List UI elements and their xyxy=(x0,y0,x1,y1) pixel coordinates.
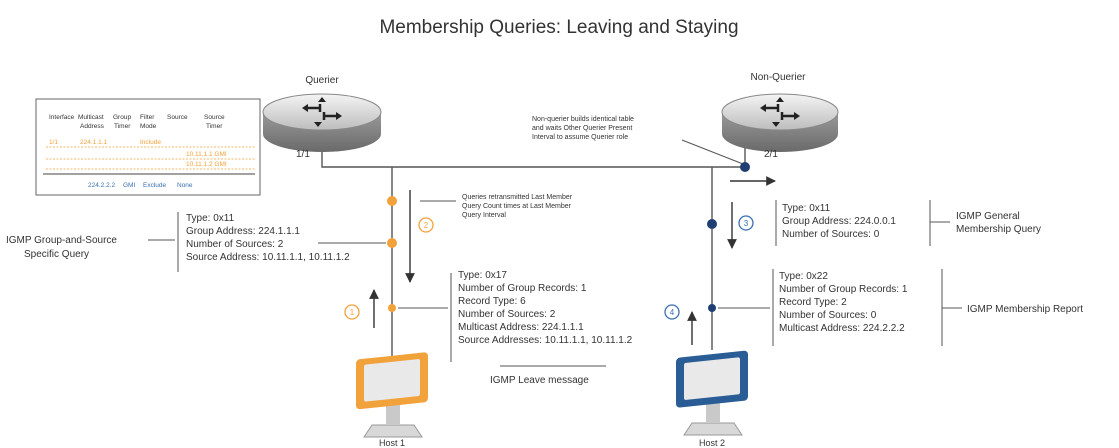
diagram-title: Membership Queries: Leaving and Staying xyxy=(379,17,738,38)
membership-report-callout: Type: 0x22 Number of Group Records: 1 Re… xyxy=(718,269,1083,346)
step-1-marker xyxy=(344,304,360,320)
table-header-group-2: Timer xyxy=(114,123,131,130)
report-label: IGMP Membership Report xyxy=(967,304,1083,315)
table-header-multicast: Multicast xyxy=(78,114,104,121)
query-left-line-1: Type: 0x11 xyxy=(186,213,235,224)
report-line-5: Multicast Address: 224.2.2.2 xyxy=(779,323,905,334)
general-query-dot xyxy=(707,219,717,229)
general-query-label-1: IGMP General xyxy=(956,211,1020,222)
table-row1-interface: 1/1 xyxy=(49,139,58,146)
report-line-4: Number of Sources: 0 xyxy=(779,310,877,321)
general-query-line-3: Number of Sources: 0 xyxy=(782,229,880,240)
table-row2-mode: Exclude xyxy=(143,182,167,189)
leave-line-1: Type: 0x17 xyxy=(458,270,507,281)
report-dot xyxy=(708,304,716,312)
step-markers: 1 2 3 4 xyxy=(344,215,754,320)
non-querier-label: Non-Querier xyxy=(750,72,806,83)
general-query-callout: Type: 0x11 Group Address: 224.0.0.1 Numb… xyxy=(775,200,1041,246)
report-line-1: Type: 0x22 xyxy=(779,271,828,282)
table-source-row-2: 10.11.1.2 GMI xyxy=(186,161,227,168)
querier-router-icon xyxy=(262,93,382,152)
leave-message-callout: Type: 0x17 Number of Group Records: 1 Re… xyxy=(398,270,633,386)
query-left-line-2: Group Address: 224.1.1.1 xyxy=(186,226,300,237)
host-2-label: Host 2 xyxy=(699,438,725,448)
leave-line-2: Number of Group Records: 1 xyxy=(458,283,587,294)
table-header-interface: Interface xyxy=(49,114,75,121)
table-header-source: Source xyxy=(167,114,188,121)
host-1-computer-icon xyxy=(356,352,428,438)
nonquerier-note-leader xyxy=(681,139,744,165)
host-1-label: Host 1 xyxy=(379,438,405,448)
step-3-label: 3 xyxy=(744,219,749,228)
query-dot-1 xyxy=(387,196,397,206)
step-3-marker xyxy=(738,215,754,231)
table-row2-address: 224.2.2.2 xyxy=(88,182,115,189)
table-row1-mode: Include xyxy=(140,139,161,146)
step-2-marker xyxy=(418,217,434,233)
query-dot-2 xyxy=(387,238,397,248)
message-markers xyxy=(387,162,750,312)
step-1-label: 1 xyxy=(350,308,355,317)
table-header-source-timer: Source xyxy=(204,114,225,121)
general-query-line-2: Group Address: 224.0.0.1 xyxy=(782,216,896,227)
nonquerier-dot xyxy=(740,162,750,172)
querier-port: 1/1 xyxy=(296,149,310,160)
step-4-marker xyxy=(664,304,680,320)
query-left-line-3: Number of Sources: 2 xyxy=(186,239,284,250)
report-line-3: Record Type: 2 xyxy=(779,297,847,308)
nonquerier-note-line-3: Interval to assume Querier role xyxy=(532,134,628,141)
host-2-computer-icon xyxy=(676,350,748,436)
flow-arrows xyxy=(369,176,776,345)
table-row1-multicast: 224.1.1.1 xyxy=(80,139,107,146)
leave-line-5: Multicast Address: 224.1.1.1 xyxy=(458,322,584,333)
retransmit-note-line-2: Query Count times at Last Member xyxy=(462,203,572,210)
query-left-line-4: Source Address: 10.11.1.1, 10.11.1.2 xyxy=(186,252,350,263)
step-4-label: 4 xyxy=(670,308,675,317)
query-left-label-1: IGMP Group-and-Source xyxy=(6,235,117,246)
query-left-label-2: Specific Query xyxy=(24,249,89,260)
non-querier-router-icon xyxy=(721,93,839,152)
group-source-query-callout: IGMP Group-and-Source Specific Query Typ… xyxy=(6,212,386,272)
nonquerier-note-line-1: Non-querier builds identical table xyxy=(532,116,634,123)
table-header-filter-2: Mode xyxy=(140,123,157,130)
non-querier-port: 2/1 xyxy=(764,149,778,160)
table-header-filter: Filter xyxy=(140,114,155,121)
leave-line-6: Source Addresses: 10.11.1.1, 10.11.1.2 xyxy=(458,335,633,346)
querier-state-table: Interface Multicast Address Group Timer … xyxy=(35,98,261,196)
table-header-source-timer-2: Timer xyxy=(206,123,223,130)
table-header-group: Group xyxy=(113,114,131,121)
leave-line-3: Record Type: 6 xyxy=(458,296,526,307)
table-row2-source: None xyxy=(177,182,193,189)
backbone-link xyxy=(321,145,746,168)
table-header-multicast-2: Address xyxy=(80,123,105,130)
nonquerier-note-line-2: and waits Other Querier Present xyxy=(532,125,632,132)
retransmit-note-line-3: Query Interval xyxy=(462,212,506,219)
leave-dot xyxy=(388,304,396,312)
general-query-label-2: Membership Query xyxy=(956,224,1041,235)
non-querier-note: Non-querier builds identical table and w… xyxy=(532,116,744,165)
table-row2-timer: GMI xyxy=(123,182,135,189)
table-source-row-1: 10.11.1.1 GMI xyxy=(186,151,227,158)
general-query-line-1: Type: 0x11 xyxy=(782,203,831,214)
leave-line-4: Number of Sources: 2 xyxy=(458,309,556,320)
step-2-label: 2 xyxy=(424,221,429,230)
retransmit-note-line-1: Queries retransmitted Last Member xyxy=(462,194,573,201)
querier-label: Querier xyxy=(305,75,339,86)
retransmit-note: Queries retransmitted Last Member Query … xyxy=(420,194,573,219)
report-line-2: Number of Group Records: 1 xyxy=(779,284,908,295)
leave-message-label: IGMP Leave message xyxy=(490,375,589,386)
